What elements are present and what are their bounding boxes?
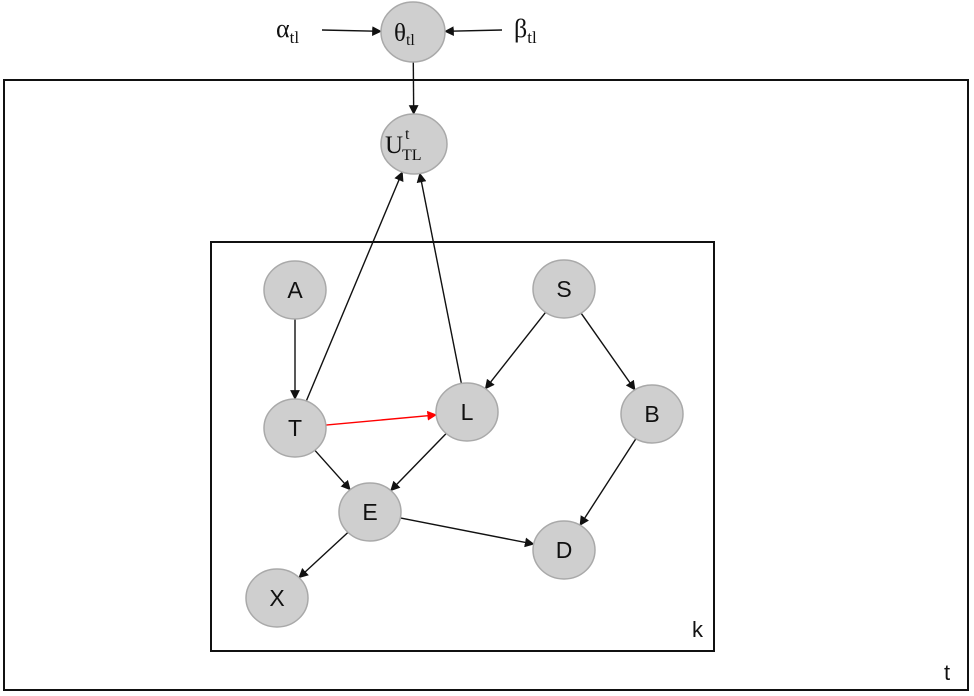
- node-theta-label: θtl: [394, 20, 415, 49]
- alpha-label: αtl: [276, 14, 299, 47]
- edge-t-to-u: [305, 171, 404, 402]
- inner-plate: [210, 241, 715, 652]
- node-a-label: A: [287, 277, 303, 303]
- node-s-label: S: [556, 276, 571, 302]
- outer-plate-label: t: [944, 660, 950, 685]
- outer-plate: [3, 79, 969, 691]
- nodes-layer: A S T L B E D X: [245, 259, 684, 628]
- edge-t-to-e: [314, 449, 351, 491]
- edge-t-to-l: [325, 410, 438, 426]
- node-x-label: X: [269, 585, 284, 611]
- node-e[interactable]: E: [338, 482, 402, 542]
- node-a[interactable]: A: [263, 260, 327, 320]
- edge-l-to-u: [416, 172, 463, 384]
- node-s[interactable]: S: [532, 259, 596, 319]
- edge-b-to-d: [579, 438, 637, 527]
- node-utility-subscript: TL: [402, 147, 422, 164]
- node-l-label: L: [461, 399, 474, 425]
- node-l[interactable]: L: [435, 382, 499, 442]
- edge-s-to-b: [580, 312, 636, 391]
- node-d[interactable]: D: [532, 520, 596, 580]
- node-e-label: E: [362, 499, 377, 525]
- node-x-shape: [245, 568, 309, 628]
- node-b-label: B: [644, 401, 659, 427]
- node-b[interactable]: B: [620, 384, 684, 444]
- node-e-shape: [338, 482, 402, 542]
- node-theta[interactable]: θtl: [380, 1, 446, 63]
- node-d-label: D: [556, 537, 573, 563]
- node-x[interactable]: X: [245, 568, 309, 628]
- edge-e-to-d: [400, 517, 535, 548]
- node-t-shape: [263, 398, 327, 458]
- node-utility-superscript: t: [405, 126, 410, 143]
- edges-layer: [290, 26, 637, 579]
- node-d-shape: [532, 520, 596, 580]
- node-utility[interactable]: U t TL: [380, 113, 448, 175]
- node-theta-shape: [380, 1, 446, 63]
- edge-l-to-e: [390, 433, 447, 492]
- edge-alpha-to-theta: [321, 26, 382, 37]
- inner-plate-label: k: [692, 617, 704, 642]
- beta-label: βtl: [514, 14, 537, 47]
- node-utility-symbol: U: [385, 132, 403, 159]
- node-t-label: T: [288, 415, 302, 441]
- node-t[interactable]: T: [263, 398, 327, 458]
- edge-s-to-l: [484, 311, 547, 390]
- node-utility-shape: [380, 113, 448, 175]
- node-b-shape: [620, 384, 684, 444]
- node-s-shape: [532, 259, 596, 319]
- edge-beta-to-theta: [444, 26, 503, 36]
- node-l-shape: [435, 382, 499, 442]
- node-a-shape: [263, 260, 327, 320]
- edge-e-to-x: [298, 531, 349, 579]
